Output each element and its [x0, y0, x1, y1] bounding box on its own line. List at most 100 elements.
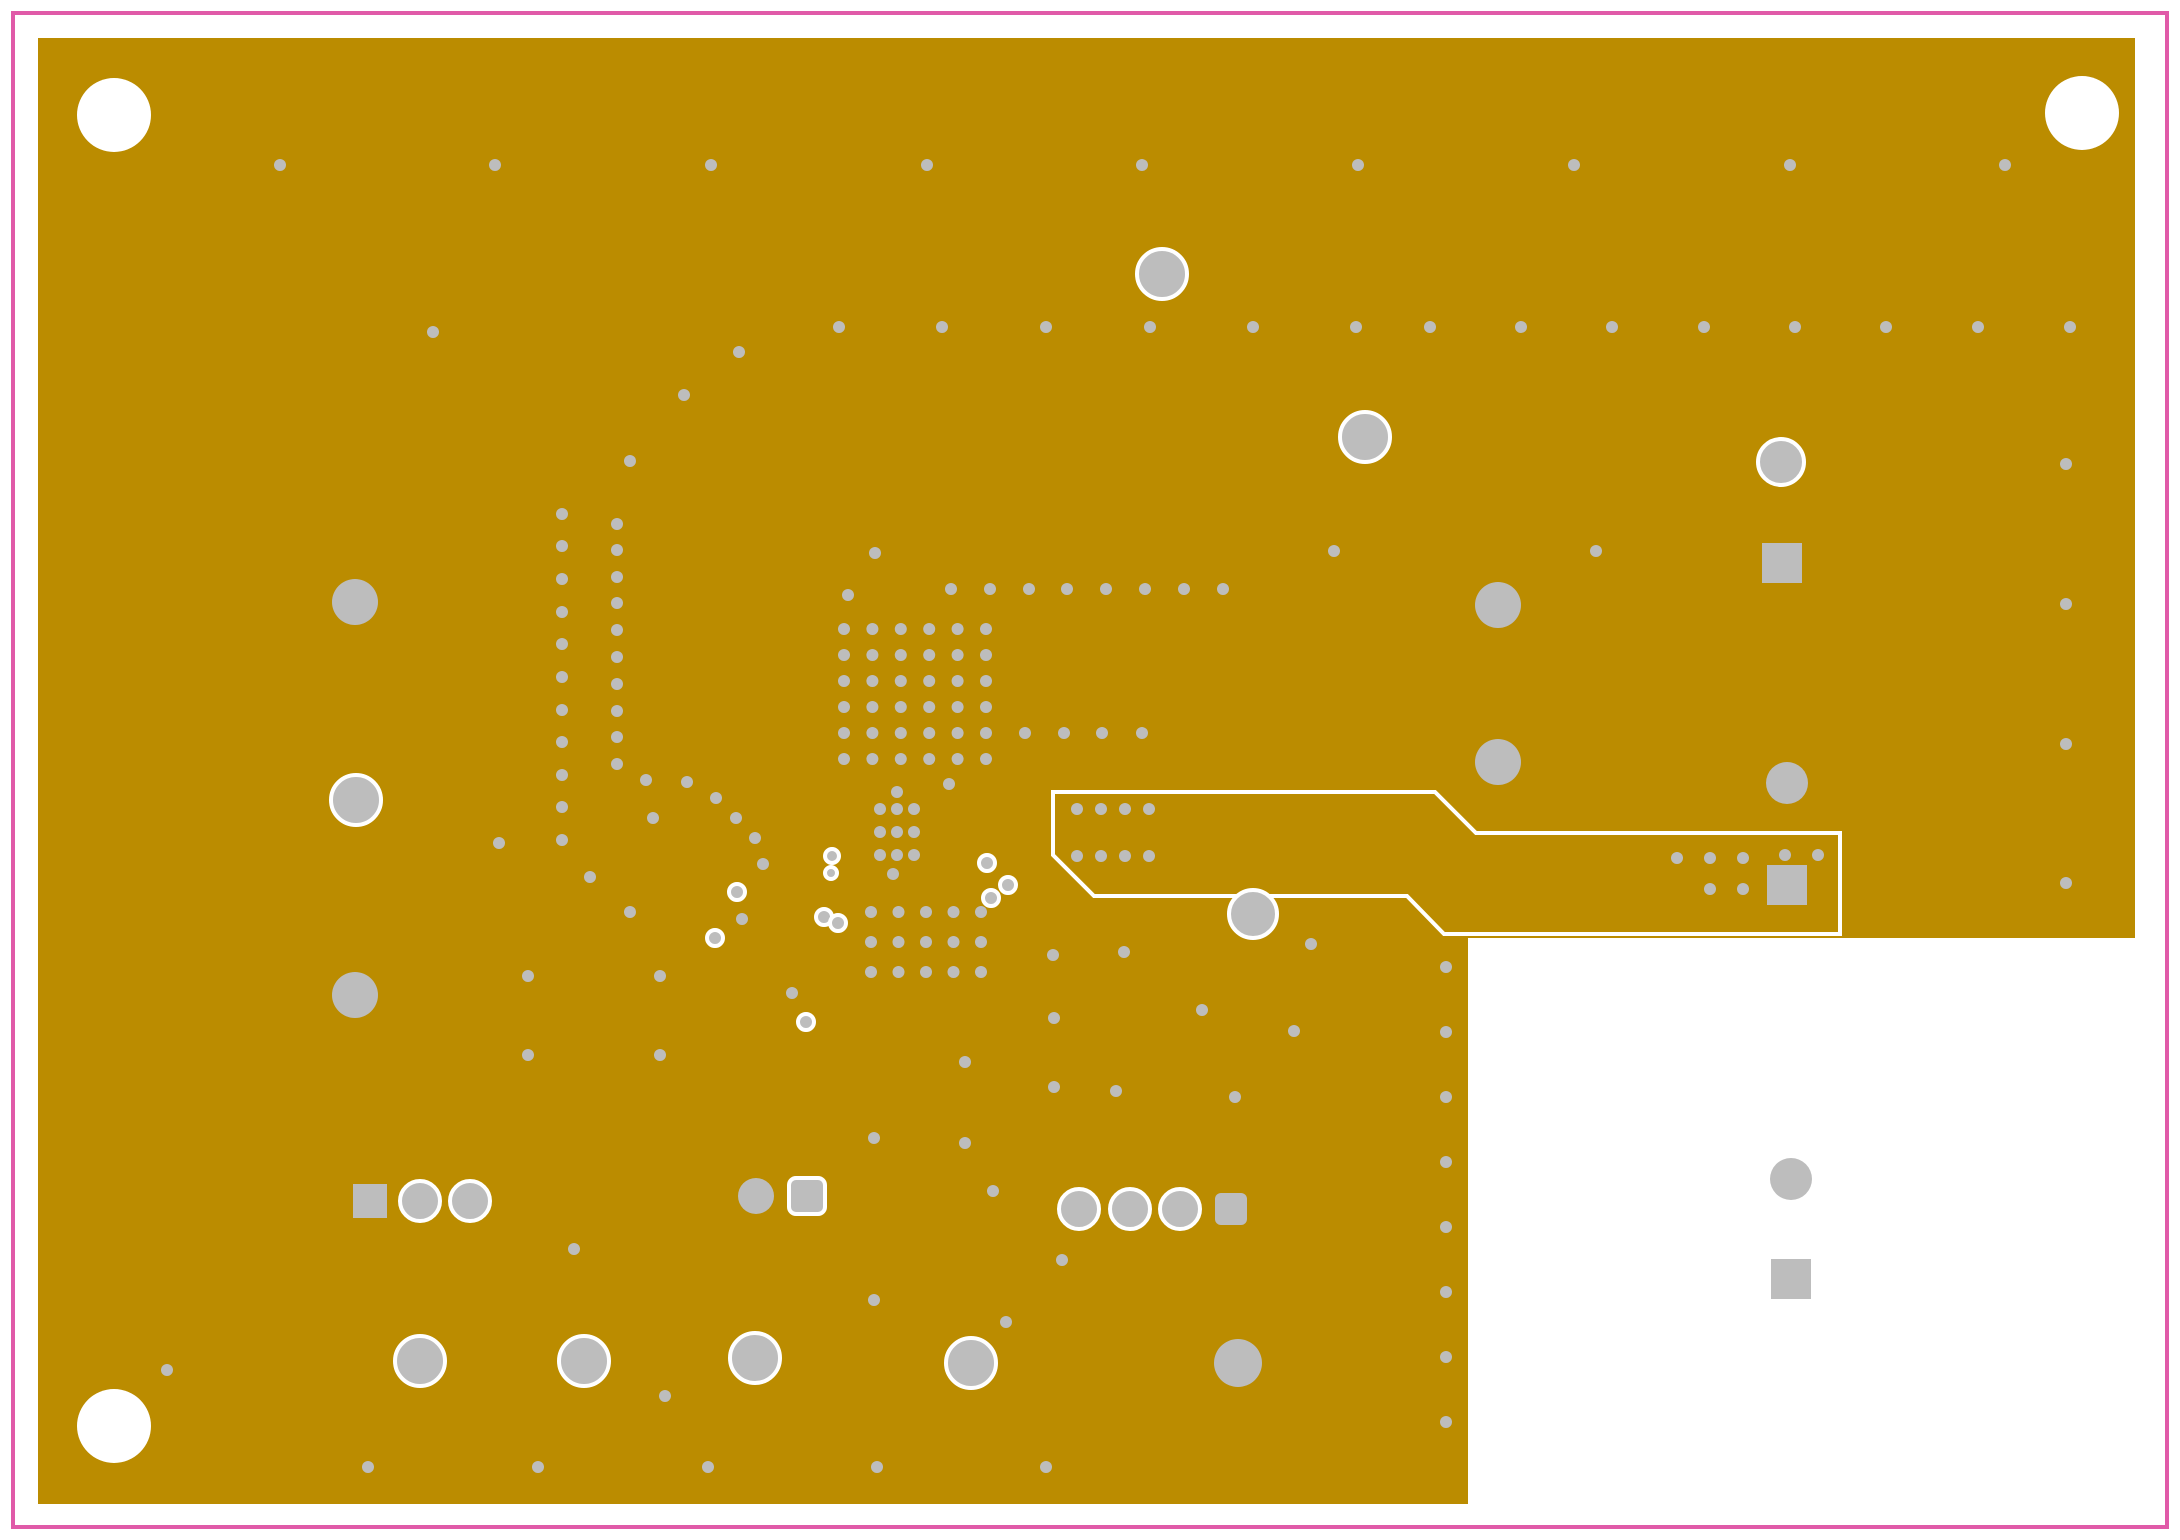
via: [611, 518, 623, 530]
via: [923, 675, 936, 687]
via: [951, 727, 964, 739]
via: [945, 583, 957, 595]
via: [892, 966, 905, 978]
via: [866, 727, 879, 739]
via: [987, 1185, 999, 1197]
via: [920, 936, 932, 948]
via: [568, 1243, 580, 1255]
through-hole-pad: [1756, 437, 1806, 487]
via: [611, 544, 623, 556]
through-hole-pad: [977, 853, 997, 873]
via: [866, 675, 879, 687]
via: [611, 731, 623, 743]
via: [710, 792, 722, 804]
via: [951, 649, 964, 661]
mounting-hole: [77, 78, 151, 152]
via: [921, 159, 933, 171]
via: [1047, 949, 1059, 961]
via: [866, 753, 879, 765]
via: [980, 675, 992, 687]
via: [1040, 321, 1052, 333]
via: [362, 1461, 374, 1473]
through-hole-pad: [448, 1179, 492, 1223]
via: [947, 966, 960, 978]
through-hole-pad: [1108, 1187, 1152, 1231]
mounting-hole: [2045, 76, 2119, 150]
via: [1440, 1026, 1452, 1038]
via: [1424, 321, 1436, 333]
via: [951, 701, 964, 713]
via: [1217, 583, 1229, 595]
via: [947, 936, 960, 948]
through-hole-pad: [796, 1012, 816, 1032]
via: [1023, 583, 1035, 595]
via: [887, 868, 899, 880]
via: [736, 913, 748, 925]
via: [1071, 803, 1083, 815]
via: [1305, 938, 1317, 950]
via: [556, 573, 568, 585]
via: [908, 826, 920, 838]
through-hole-pad: [705, 928, 725, 948]
through-hole-pad: [1770, 1158, 1812, 1200]
via: [1056, 1254, 1068, 1266]
via: [923, 701, 936, 713]
through-hole-pad: [1135, 247, 1189, 301]
through-hole-pad: [1338, 410, 1392, 464]
via: [2064, 321, 2076, 333]
via: [1061, 583, 1073, 595]
via: [1671, 852, 1683, 864]
via: [891, 803, 903, 815]
via: [1119, 803, 1131, 815]
via: [556, 704, 568, 716]
via: [1606, 321, 1618, 333]
via: [894, 649, 907, 661]
via: [1440, 1221, 1452, 1233]
via: [1178, 583, 1190, 595]
through-hole-pad: [1766, 762, 1808, 804]
via: [1040, 1461, 1052, 1473]
via: [161, 1364, 173, 1376]
through-hole-pad: [998, 875, 1018, 895]
through-hole-pad: [332, 972, 378, 1018]
via: [984, 583, 996, 595]
via: [556, 606, 568, 618]
via: [1143, 803, 1155, 815]
via: [865, 966, 877, 978]
via: [749, 832, 761, 844]
via: [874, 803, 886, 815]
through-hole-pad: [1158, 1187, 1202, 1231]
via: [1999, 159, 2011, 171]
via: [1812, 849, 1824, 861]
via: [730, 812, 742, 824]
square-pad: [787, 1176, 827, 1216]
through-hole-pad: [1475, 739, 1521, 785]
via: [2060, 877, 2072, 889]
via: [584, 871, 596, 883]
via: [894, 753, 907, 765]
via: [975, 906, 987, 918]
through-hole-pad: [728, 1331, 782, 1385]
via: [1096, 727, 1108, 739]
via: [838, 675, 850, 687]
via: [556, 671, 568, 683]
square-pad: [1767, 865, 1807, 905]
via: [920, 966, 932, 978]
via: [1972, 321, 1984, 333]
via: [842, 589, 854, 601]
via: [951, 623, 964, 635]
through-hole-pad: [981, 888, 1001, 908]
via: [874, 826, 886, 838]
via: [1698, 321, 1710, 333]
via: [1440, 1091, 1452, 1103]
via: [1095, 850, 1107, 862]
via: [1350, 321, 1362, 333]
via: [489, 159, 501, 171]
via: [1440, 1156, 1452, 1168]
via: [2060, 598, 2072, 610]
via: [1144, 321, 1156, 333]
via: [556, 736, 568, 748]
via: [654, 970, 666, 982]
via: [640, 774, 652, 786]
via: [980, 727, 992, 739]
